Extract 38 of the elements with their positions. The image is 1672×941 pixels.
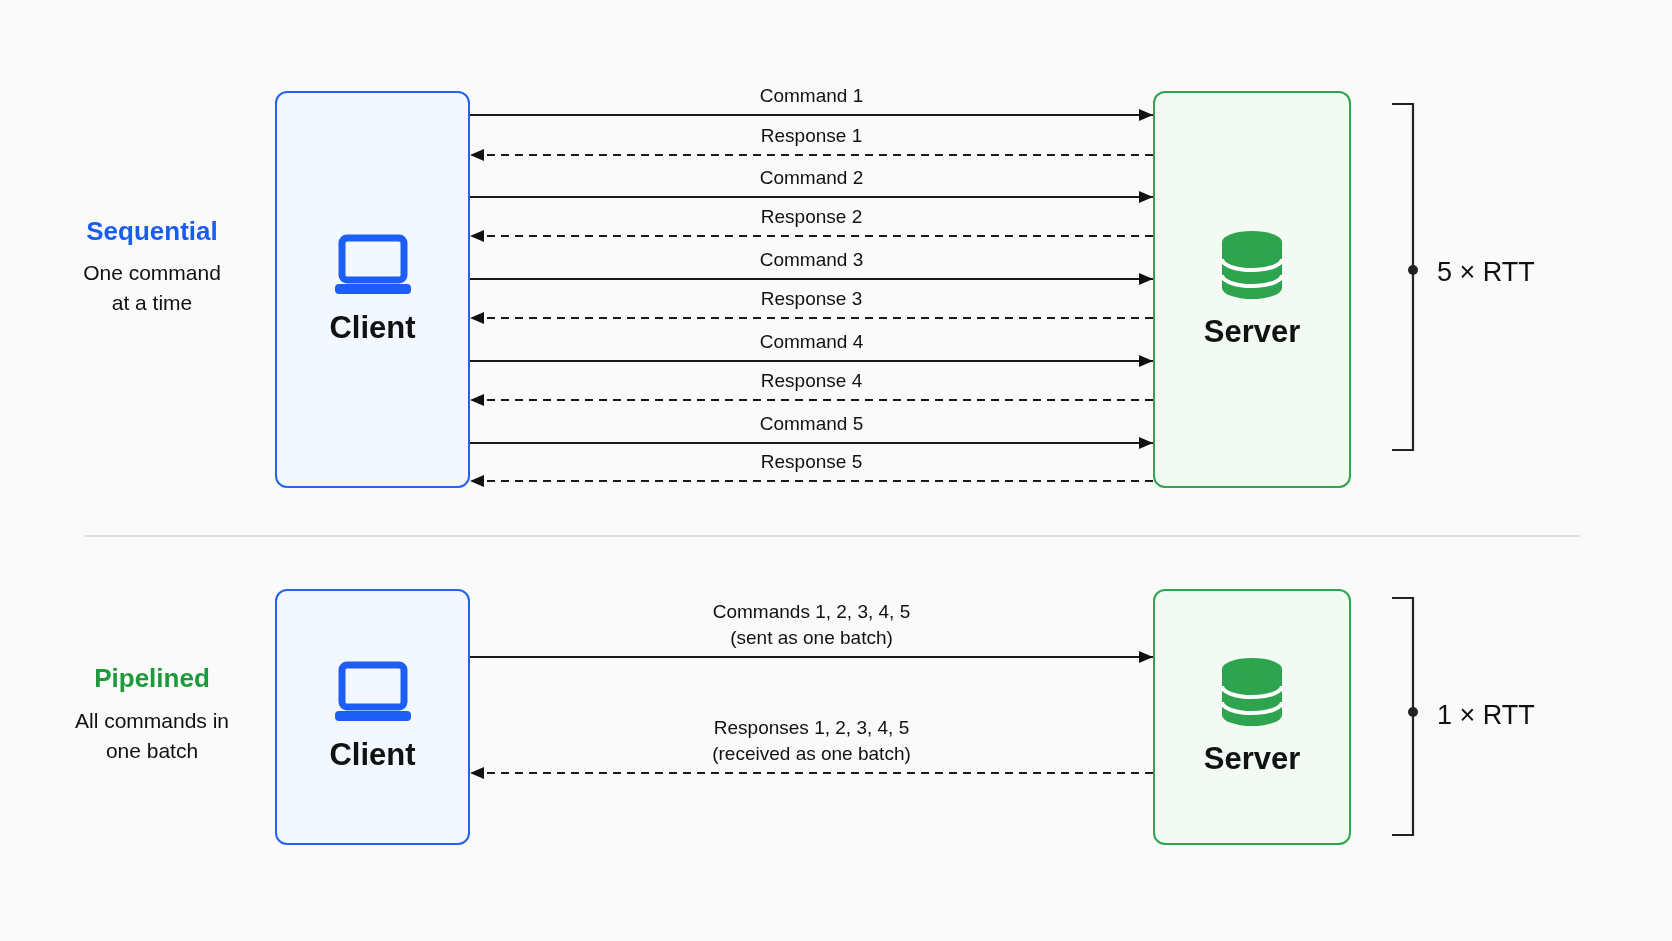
arrow: [469, 312, 1154, 324]
server-box: [1153, 589, 1351, 845]
section-title: Sequential: [85, 215, 219, 248]
arrow: [469, 394, 1154, 406]
section-description: All commands in one batch: [73, 708, 231, 765]
section-description: One command at a time: [82, 260, 222, 317]
client-box: [275, 589, 470, 845]
rtt-label: 5 × RTT: [1437, 256, 1535, 289]
edge-label: Response 1: [760, 124, 863, 148]
edge-label: Responses 1, 2, 3, 4, 5 (received as one batch): [711, 716, 912, 766]
edge-label: Response 5: [760, 450, 863, 474]
node-label: Server: [1203, 313, 1301, 350]
edge-label: Command 2: [759, 166, 864, 190]
edge-label: Command 1: [759, 84, 864, 108]
arrow: [469, 191, 1154, 203]
server-box: [1153, 91, 1351, 488]
edge-label: Commands 1, 2, 3, 4, 5 (sent as one batch): [711, 600, 912, 650]
arrow: [469, 355, 1154, 367]
rtt-label: 1 × RTT: [1437, 699, 1535, 732]
edge-label: Command 5: [759, 412, 864, 436]
client-box: [275, 91, 470, 488]
node-label: Client: [329, 737, 416, 773]
arrow: [469, 475, 1154, 487]
node-label: Client: [329, 309, 416, 346]
arrow: [469, 651, 1154, 663]
arrow: [469, 767, 1154, 779]
arrow: [469, 437, 1154, 449]
edge-label: Response 3: [760, 287, 863, 311]
edge-label: Command 3: [759, 248, 864, 272]
arrow: [469, 109, 1154, 121]
edge-label: Response 2: [760, 205, 863, 229]
section-title: Pipelined: [93, 662, 211, 695]
arrow: [469, 149, 1154, 161]
arrow: [469, 273, 1154, 285]
edge-label: Response 4: [760, 369, 863, 393]
node-label: Server: [1203, 741, 1301, 777]
arrow: [469, 230, 1154, 242]
edge-label: Command 4: [759, 330, 864, 354]
